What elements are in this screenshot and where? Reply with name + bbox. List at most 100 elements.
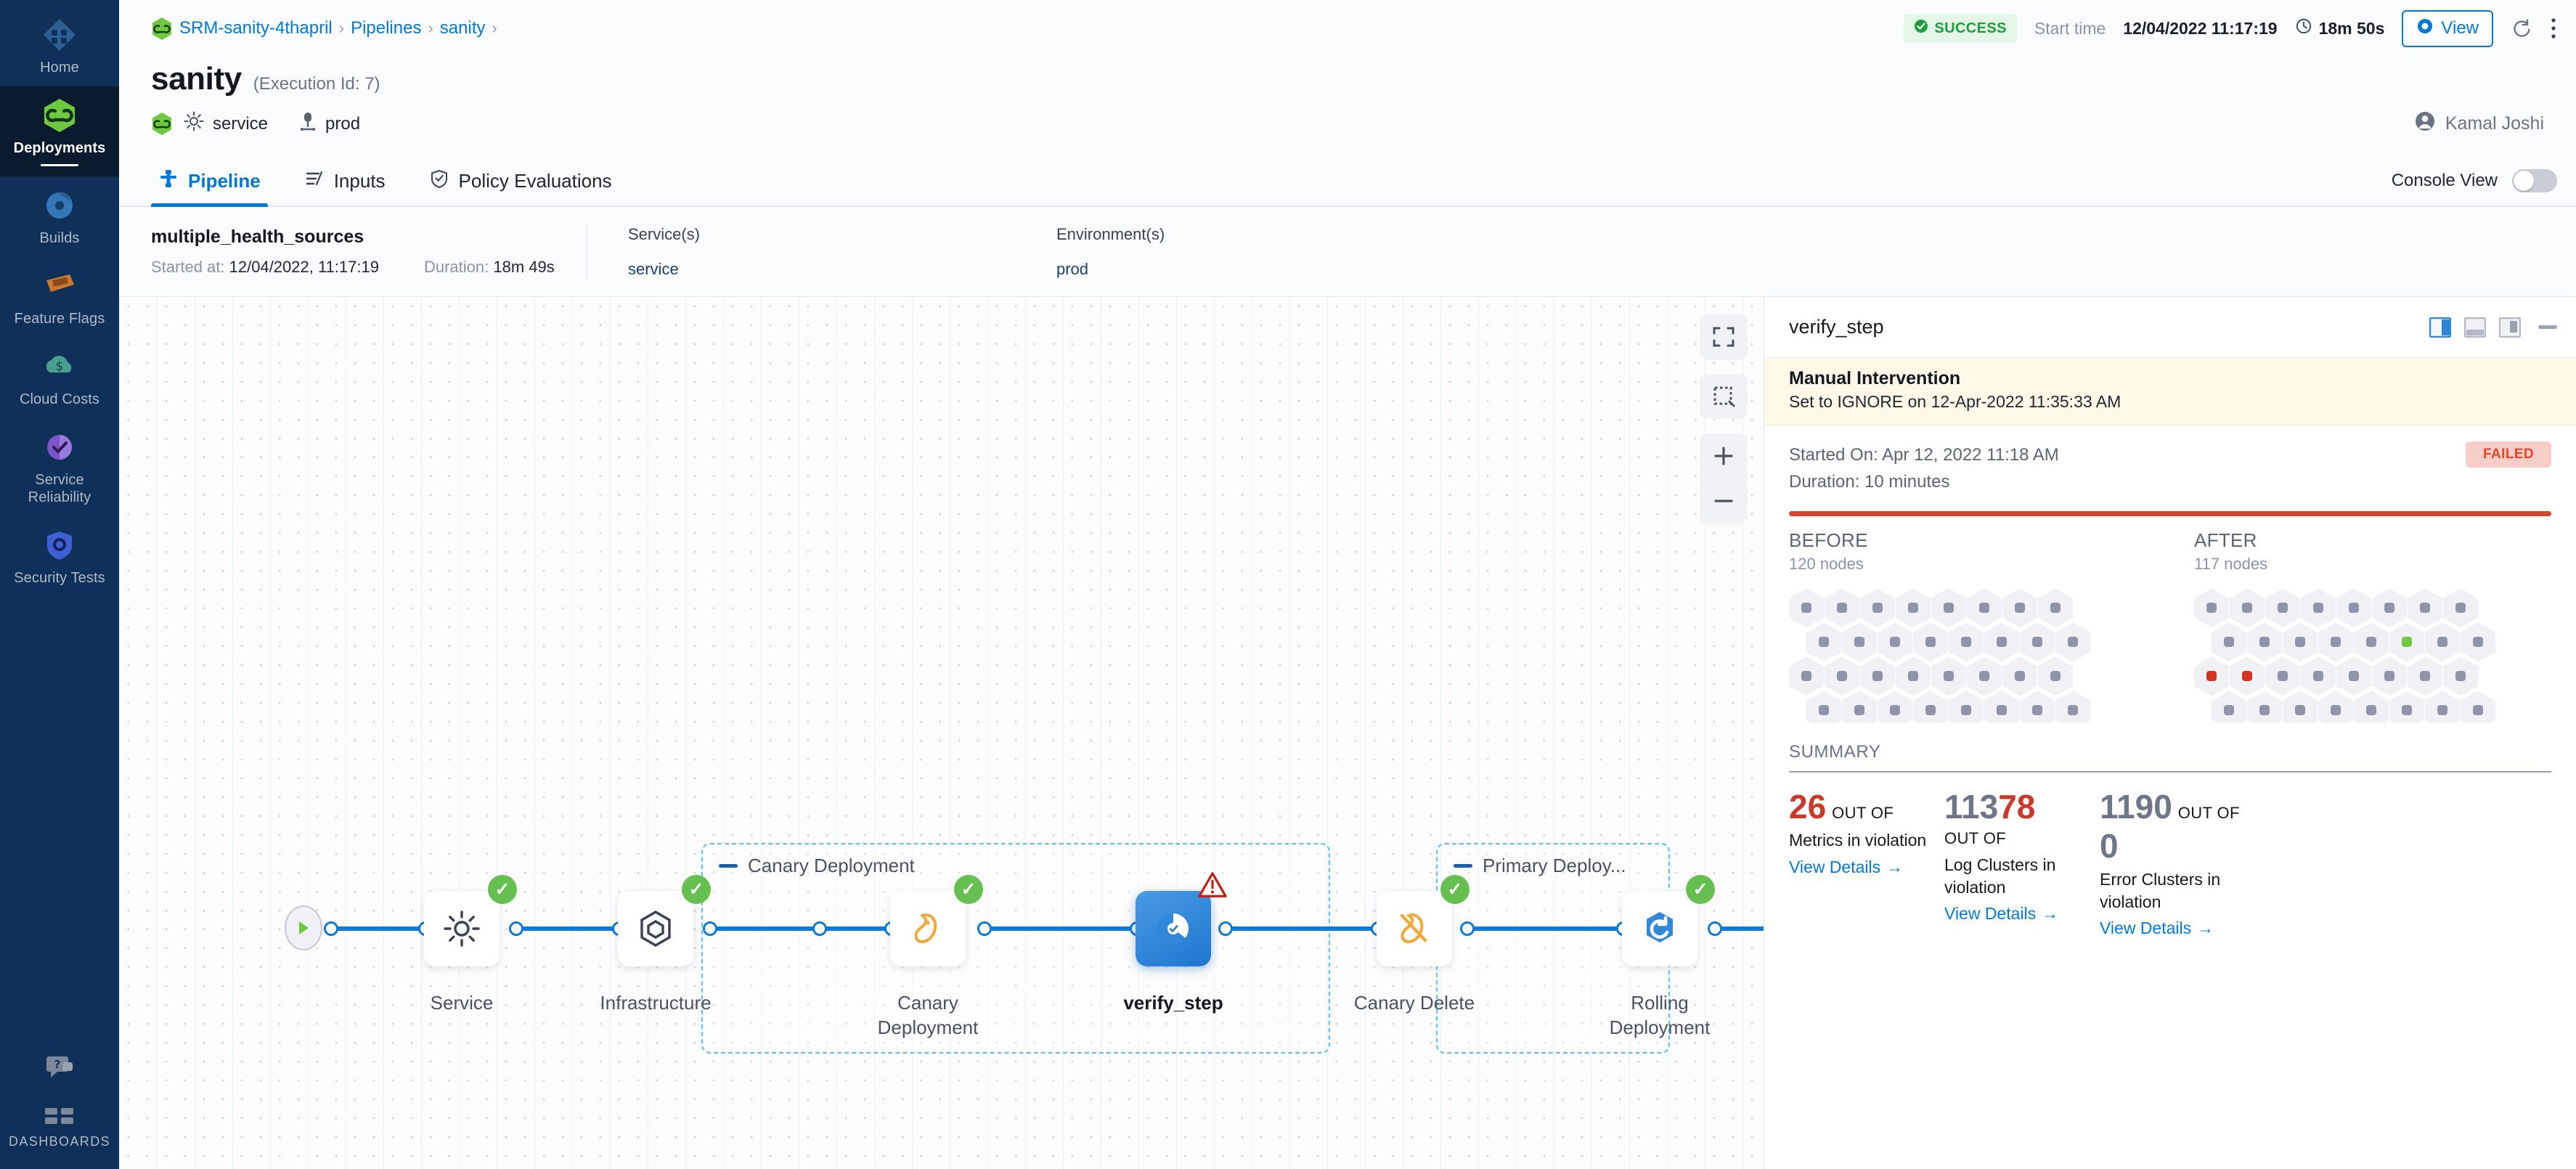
view-details-link[interactable]: View Details→ [1789,857,1904,876]
node-hex[interactable] [1806,622,1841,662]
node-hex[interactable] [1842,691,1877,724]
minimize-icon[interactable] [2538,325,2557,329]
tab-pipeline[interactable]: Pipeline [151,168,268,207]
sidebar-item-home[interactable]: Home [0,6,119,86]
node-hex[interactable] [2372,656,2407,696]
node-hex[interactable] [1789,656,1824,696]
node-hex[interactable] [1967,656,2002,696]
node-hex[interactable] [2425,691,2460,724]
node-hex[interactable] [2283,691,2318,724]
node-hex[interactable] [2318,622,2353,662]
view-details-link[interactable]: View Details→ [2100,918,2214,938]
tab-inputs[interactable]: Inputs [297,168,393,205]
view-details-link[interactable]: View Details→ [1944,904,2059,924]
node-hex[interactable] [1806,691,1841,724]
node-hex[interactable] [2354,622,2389,662]
node-hex[interactable] [2301,588,2336,628]
sidebar-item-security-tests[interactable]: Security Tests [0,516,119,597]
node-hex[interactable] [2212,691,2246,724]
node-hex[interactable] [2301,656,2336,696]
node-hex[interactable] [1896,588,1931,628]
stage-group-canary-deployment[interactable]: Canary Deployment [701,843,1330,1054]
sidebar-item-feature-flags[interactable]: Feature Flags [0,257,119,338]
split-right-view-icon[interactable] [2429,317,2452,338]
select-area-icon[interactable] [1700,374,1748,419]
view-button[interactable]: View [2402,9,2493,47]
sidebar-item-deployments[interactable]: Deployments [0,86,119,176]
graph-node-service[interactable] [424,891,500,966]
node-hex[interactable] [1913,622,1948,662]
tab-policy-evaluations[interactable]: Policy Evaluations [422,168,619,205]
node-hex[interactable] [2389,622,2424,662]
sidebar-item-cloud-costs[interactable]: $ Cloud Costs [0,338,119,418]
node-hex[interactable] [1931,656,1966,696]
node-hex[interactable] [2247,622,2282,662]
split-bottom-view-icon[interactable] [2463,317,2487,338]
node-hex[interactable] [2230,588,2265,628]
node-hex[interactable] [2443,656,2478,696]
fit-screen-icon[interactable] [1700,314,1748,359]
node-hex[interactable] [2461,691,2495,724]
environments-value[interactable]: prod [1056,259,1089,278]
collapse-dash-icon[interactable] [719,864,738,868]
node-hex[interactable] [2336,656,2371,696]
node-hex[interactable] [1931,588,1966,628]
node-hex[interactable] [2002,588,2037,628]
node-hex[interactable] [2265,656,2300,696]
node-hex[interactable] [1878,622,1912,662]
graph-node-infrastructure[interactable] [618,891,693,966]
breadcrumb-item-project[interactable]: SRM-sanity-4thapril [179,18,333,38]
node-hex[interactable] [2247,691,2282,724]
pipeline-graph-canvas[interactable]: Canary Deployment Primary Deploy... [119,297,1764,1169]
sidebar-item-help[interactable]: ? [0,1036,119,1094]
node-hex[interactable] [1825,656,1859,696]
node-hex[interactable] [2425,622,2460,662]
more-vertical-icon[interactable] [2550,17,2557,40]
node-hex[interactable] [2194,656,2229,696]
node-hex[interactable] [2055,691,2090,724]
services-value[interactable]: service [628,259,679,278]
node-hex[interactable] [2038,656,2073,696]
breadcrumb-item-pipelines[interactable]: Pipelines [351,18,422,38]
graph-node-rolling-deployment[interactable] [1622,891,1697,966]
zoom-in-icon[interactable] [1700,433,1748,478]
node-hex[interactable] [2230,656,2265,696]
node-hex[interactable] [2443,588,2478,628]
sidebar-item-service-reliability[interactable]: Service Reliability [0,418,119,516]
node-hex[interactable] [2372,588,2407,628]
node-hex[interactable] [2020,691,2055,724]
sidebar-item-dashboards[interactable]: DASHBOARDS [0,1094,119,1169]
node-hex[interactable] [1860,656,1895,696]
node-hex[interactable] [2389,691,2424,724]
console-view-toggle[interactable] [2512,169,2557,192]
node-hex[interactable] [2265,588,2300,628]
node-hex[interactable] [2408,656,2442,696]
node-hex[interactable] [1825,588,1859,628]
node-hex[interactable] [2318,691,2353,724]
node-hex[interactable] [2283,622,2318,662]
node-hex[interactable] [2461,622,2495,662]
node-hex[interactable] [2002,656,2037,696]
node-hex[interactable] [1967,588,2002,628]
user-menu[interactable]: Kamal Joshi [2414,110,2544,137]
node-hex[interactable] [1949,691,1984,724]
node-hex[interactable] [2020,622,2055,662]
graph-node-canary-delete[interactable] [1377,891,1452,966]
float-view-icon[interactable] [2498,317,2522,338]
zoom-out-icon[interactable] [1700,478,1748,524]
graph-node-canary-deployment[interactable] [890,891,966,966]
node-hex[interactable] [1896,656,1931,696]
node-hex[interactable] [1913,691,1948,724]
node-hex[interactable] [2212,622,2246,662]
node-hex[interactable] [1878,691,1912,724]
sidebar-item-builds[interactable]: Builds [0,176,119,257]
pipeline-start-node[interactable] [285,905,322,950]
node-hex[interactable] [2336,588,2371,628]
node-hex[interactable] [2038,588,2073,628]
node-hex[interactable] [1984,691,2019,724]
collapse-dash-icon[interactable] [1454,864,1472,868]
node-hex[interactable] [1860,588,1895,628]
node-hex[interactable] [1949,622,1984,662]
node-hex[interactable] [2194,588,2229,628]
breadcrumb-item-sanity[interactable]: sanity [439,18,486,38]
